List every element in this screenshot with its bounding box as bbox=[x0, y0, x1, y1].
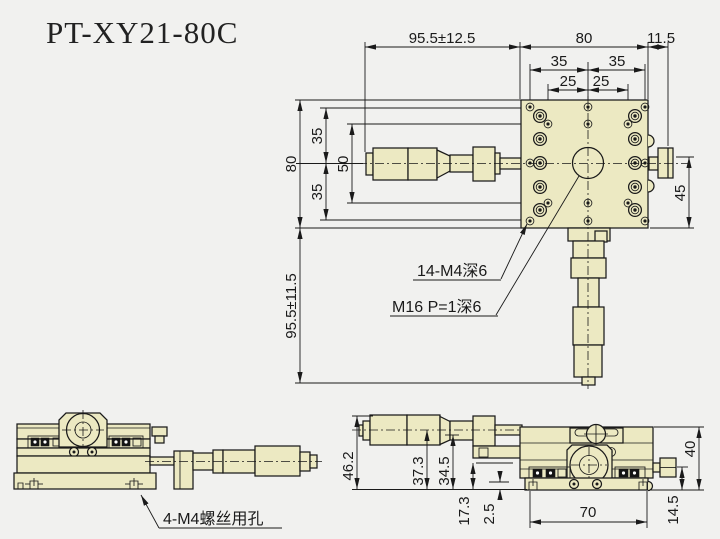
side-pin-top bbox=[647, 134, 655, 148]
right-view-micrometer bbox=[358, 414, 523, 459]
dim-v35-bottom: 35 bbox=[309, 184, 326, 201]
side-pin-bottom bbox=[647, 179, 655, 193]
left-mid-plate bbox=[16, 447, 151, 457]
m4-holes bbox=[525, 102, 650, 226]
right-stage-body bbox=[519, 423, 677, 492]
dim-height-80: 80 bbox=[283, 156, 300, 173]
dim-knob-11-5: 11.5 bbox=[647, 30, 675, 47]
stage-plate bbox=[520, 99, 674, 229]
dim-v35-top: 35 bbox=[309, 128, 326, 145]
dim-2-5: 2.5 bbox=[481, 504, 498, 525]
right-rollers bbox=[568, 478, 603, 490]
top-view: 95.5±12.5 80 11.5 35 35 25 25 80 35 50 3… bbox=[283, 30, 694, 389]
side-view-left: 4-M4螺丝用孔 bbox=[13, 410, 322, 529]
left-base-flange bbox=[13, 472, 157, 490]
top-view-callouts: 14-M4深6 M16 P=1深6 bbox=[390, 175, 580, 317]
dim-14-5: 14.5 bbox=[665, 495, 682, 524]
left-base-block bbox=[16, 455, 151, 474]
left-boss bbox=[58, 410, 108, 451]
x-micrometer bbox=[365, 146, 522, 182]
right-view-dimensions: 46.2 37.3 34.5 17.3 2.5 70 14.5 40 bbox=[340, 416, 702, 526]
dim-70: 70 bbox=[580, 504, 597, 521]
dim-35-right: 35 bbox=[609, 53, 626, 70]
dim-25-right: 25 bbox=[593, 73, 610, 90]
leader-14-m4 bbox=[500, 223, 528, 280]
drawing-title: PT-XY21-80C bbox=[46, 15, 238, 50]
left-mount-notches bbox=[17, 478, 143, 489]
dim-width-80: 80 bbox=[576, 30, 593, 47]
right-knob bbox=[652, 457, 677, 478]
dim-34-5: 34.5 bbox=[436, 456, 453, 485]
label-m16: M16 P=1深6 bbox=[392, 298, 481, 316]
leader-m16 bbox=[495, 175, 580, 316]
left-view-callout: 4-M4螺丝用孔 bbox=[140, 494, 282, 529]
dim-25-left: 25 bbox=[560, 73, 577, 90]
right-base-plate bbox=[524, 477, 649, 491]
dim-45: 45 bbox=[672, 185, 689, 202]
right-side-pin bbox=[647, 480, 654, 492]
y-micrometer bbox=[567, 227, 611, 386]
right-top-bracket bbox=[569, 423, 624, 445]
right-mount-notches bbox=[528, 479, 648, 490]
leader-4-m4 bbox=[140, 494, 160, 529]
dim-17-3: 17.3 bbox=[456, 496, 473, 525]
side-view-right: 46.2 37.3 34.5 17.3 2.5 70 14.5 40 bbox=[340, 414, 704, 528]
label-14-m4: 14-M4深6 bbox=[417, 262, 487, 280]
right-bearings bbox=[528, 466, 646, 479]
dim-35-left: 35 bbox=[551, 53, 568, 70]
top-view-dimensions: 95.5±12.5 80 11.5 35 35 25 25 80 35 50 3… bbox=[283, 30, 692, 383]
dim-37-3: 37.3 bbox=[410, 456, 427, 485]
left-view-micrometer bbox=[145, 445, 322, 490]
dim-40: 40 bbox=[682, 441, 699, 458]
dim-46-2: 46.2 bbox=[340, 451, 357, 480]
dim-travel-x: 95.5±12.5 bbox=[409, 30, 476, 47]
label-4-m4: 4-M4螺丝用孔 bbox=[163, 510, 263, 528]
dim-travel-y: 95.5±11.5 bbox=[283, 273, 300, 339]
counterbore-screws bbox=[532, 108, 643, 218]
left-rollers bbox=[68, 446, 98, 458]
left-lock-screw bbox=[151, 426, 168, 444]
dim-v50: 50 bbox=[335, 156, 352, 173]
right-view-extension-lines bbox=[352, 415, 704, 528]
x-lock-knob bbox=[648, 147, 674, 179]
